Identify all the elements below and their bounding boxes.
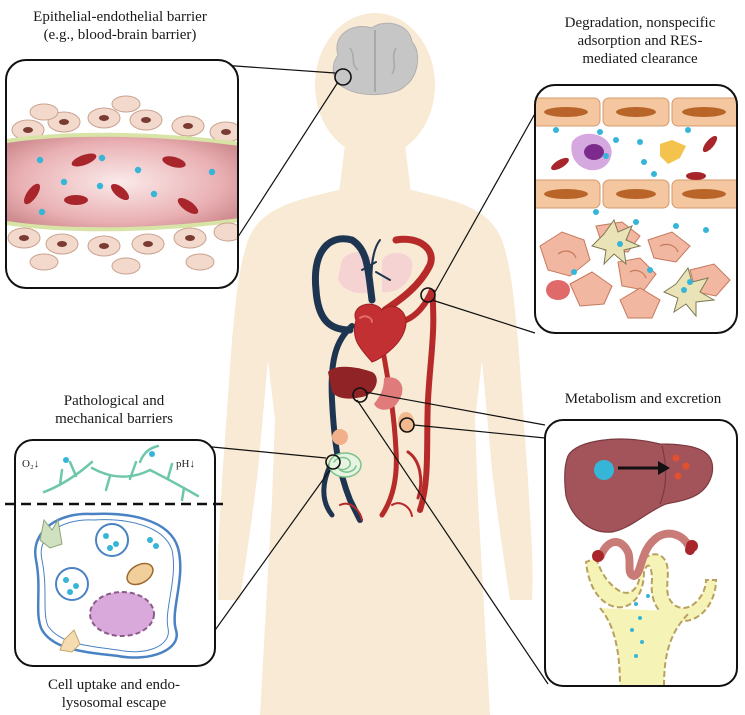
brain-icon: [332, 22, 419, 96]
cell-uptake-title: Cell uptake and endo- lysosomal escape: [14, 676, 214, 712]
cell-uptake-title-line2: lysosomal escape: [61, 695, 167, 711]
cell-uptake-title-line1: Cell uptake and endo-: [47, 677, 181, 693]
human-silhouette: [217, 13, 533, 715]
cell-panel: [5, 439, 228, 667]
ph-label: pH↓: [176, 458, 195, 470]
metabolism-title: Metabolism and excretion: [564, 391, 722, 407]
res-title-line1: Degradation, nonspecific: [564, 15, 716, 31]
pathological-title-line1: Pathological and: [63, 393, 165, 409]
bbb-title-line2: (e.g., blood-brain barrier): [43, 27, 197, 43]
pathological-title: Pathological and mechanical barriers: [14, 392, 214, 428]
circulatory-system: [311, 235, 437, 523]
bbb-title-line1: Epithelial-endothelial barrier: [33, 9, 207, 25]
res-title-line2: adsorption and RES-: [577, 33, 703, 49]
oxygen-label: O₂↓: [22, 458, 40, 470]
res-title: Degradation, nonspecific adsorption and …: [540, 14, 740, 68]
bbb-title: Epithelial-endothelial barrier (e.g., bl…: [6, 8, 234, 44]
metabolism-panel: [544, 419, 738, 687]
leader-lines: [139, 59, 549, 685]
pathological-title-line2: mechanical barriers: [55, 411, 173, 427]
res-title-line3: mediated clearance: [582, 51, 698, 67]
bbb-panel: [5, 59, 239, 289]
res-panel: [534, 84, 738, 334]
